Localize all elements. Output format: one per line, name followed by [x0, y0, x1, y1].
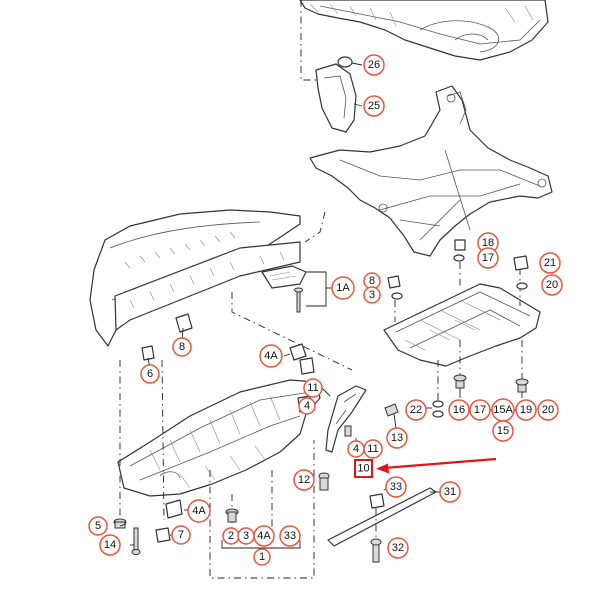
svg-text:19: 19	[520, 404, 532, 416]
callout-19: 19	[515, 399, 537, 421]
svg-text:1A: 1A	[336, 282, 350, 294]
callout-25: 25	[363, 95, 385, 117]
callout-2: 2	[222, 527, 240, 545]
svg-text:11: 11	[307, 382, 318, 394]
main-undertray-drawing	[117, 379, 321, 497]
callout-26: 26	[363, 54, 385, 76]
svg-text:4: 4	[353, 443, 359, 455]
underbody-floor-drawing	[299, 0, 549, 61]
callout-11-lower: 11	[363, 439, 383, 459]
svg-text:12: 12	[298, 474, 310, 486]
callout-13: 13	[386, 427, 408, 449]
callout-31: 31	[439, 481, 461, 503]
svg-text:15A: 15A	[493, 404, 513, 416]
svg-text:10: 10	[357, 463, 369, 475]
callout-16: 16	[448, 399, 470, 421]
bracket-drawing	[315, 56, 357, 133]
svg-text:4A: 4A	[192, 505, 206, 517]
screw-12-drawing	[318, 472, 330, 491]
clip-drawing	[141, 313, 193, 361]
fastener-drawings-right	[384, 239, 529, 418]
callout-22: 22	[405, 399, 427, 421]
callout-6: 6	[140, 364, 160, 384]
svg-text:11: 11	[367, 443, 378, 455]
highlighted-part-callout-10[interactable]: 10	[354, 459, 373, 478]
svg-text:17: 17	[482, 252, 494, 264]
callout-17-bottom: 17	[469, 399, 491, 421]
svg-text:2: 2	[228, 530, 234, 542]
fastener-drawings-left	[113, 499, 239, 555]
svg-text:4A: 4A	[257, 530, 271, 542]
callout-4A-upper: 4A	[259, 344, 283, 368]
svg-text:5: 5	[95, 520, 101, 532]
callout-3-lower: 3	[237, 527, 255, 545]
svg-text:20: 20	[546, 279, 558, 291]
svg-text:4A: 4A	[264, 350, 278, 362]
heat-shield-drawing	[261, 265, 307, 313]
callout-33-lower: 33	[279, 525, 301, 547]
callout-1: 1	[253, 548, 271, 566]
svg-text:26: 26	[368, 59, 380, 71]
long-strip-drawing	[327, 487, 437, 563]
svg-text:13: 13	[391, 432, 403, 444]
highlight-arrow	[376, 457, 497, 474]
svg-text:22: 22	[410, 404, 422, 416]
svg-text:14: 14	[104, 539, 116, 551]
svg-text:25: 25	[368, 100, 380, 112]
callout-4A-bottom: 4A	[253, 525, 275, 547]
callout-21: 21	[539, 252, 561, 274]
svg-text:31: 31	[444, 486, 456, 498]
callout-17-top: 17	[477, 247, 499, 269]
callout-3-right: 3	[363, 286, 381, 304]
svg-text:1: 1	[259, 551, 265, 563]
callout-4A-lower: 4A	[187, 499, 211, 523]
callout-8-left: 8	[172, 337, 192, 357]
svg-text:8: 8	[369, 275, 375, 287]
callout-14: 14	[99, 534, 121, 556]
svg-text:18: 18	[482, 237, 494, 249]
svg-text:32: 32	[392, 542, 404, 554]
svg-text:21: 21	[544, 257, 556, 269]
callout-5: 5	[88, 516, 108, 536]
callout-8-right: 8	[363, 272, 381, 290]
callout-12: 12	[293, 469, 315, 491]
svg-text:17: 17	[474, 404, 486, 416]
callout-4-upper: 4	[298, 397, 316, 415]
svg-text:3: 3	[243, 530, 249, 542]
callout-32: 32	[387, 537, 409, 559]
callout-7: 7	[171, 525, 191, 545]
svg-text:33: 33	[284, 530, 296, 542]
callout-4-lower: 4	[347, 440, 365, 458]
svg-text:20: 20	[542, 404, 554, 416]
strut-bracket-drawing	[325, 385, 367, 453]
callout-1A: 1A	[331, 276, 355, 300]
svg-text:6: 6	[147, 368, 153, 380]
callout-15: 15	[492, 420, 514, 442]
callout-15A: 15A	[491, 398, 515, 422]
callout-33-right: 33	[385, 476, 407, 498]
subframe-drawing	[309, 85, 553, 257]
bumper-cover-drawing	[89, 209, 301, 347]
svg-text:3: 3	[369, 289, 375, 301]
svg-text:15: 15	[497, 425, 509, 437]
callout-20-bottom: 20	[537, 399, 559, 421]
svg-text:7: 7	[178, 529, 184, 541]
callout-11-upper: 11	[303, 378, 323, 398]
svg-text:4: 4	[304, 400, 310, 412]
svg-text:8: 8	[179, 341, 185, 353]
svg-text:33: 33	[390, 481, 402, 493]
right-undertray-drawing	[383, 283, 541, 367]
callout-20-top: 20	[541, 274, 563, 296]
svg-text:16: 16	[453, 404, 465, 416]
